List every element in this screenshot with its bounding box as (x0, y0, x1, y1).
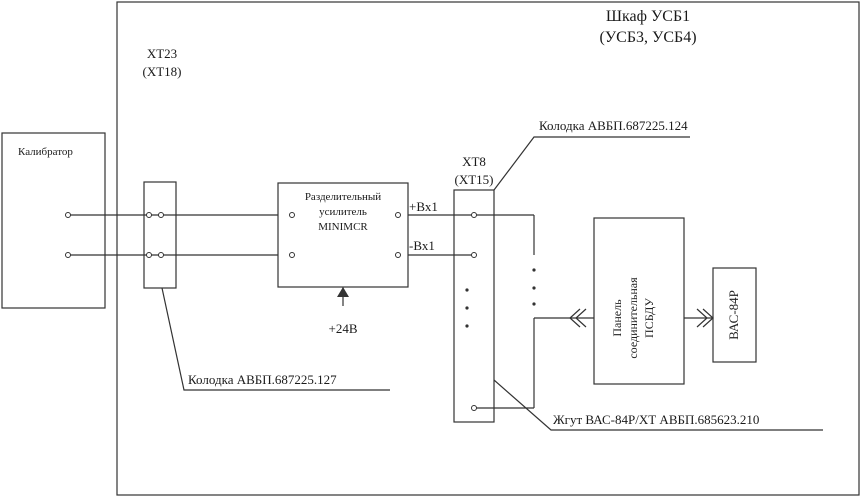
panel-box (593, 217, 685, 385)
terminal-amp-in-bottom (289, 252, 295, 258)
cabinet-title: Шкаф УСБ1 (605, 8, 691, 25)
dot-bus-2 (532, 286, 536, 290)
amplifier-line2: усилитель (319, 206, 367, 218)
dot-xt8-2 (465, 306, 469, 310)
amplifier-line3: MINIMCR (318, 221, 368, 233)
leader-xt8-bottom (493, 379, 823, 431)
terminal-xt8-second (471, 252, 477, 258)
terminal-calibrator-bottom (65, 252, 71, 258)
connector-chevron-1 (569, 308, 581, 328)
terminal-calibrator-top (65, 212, 71, 218)
terminal-amp-out-top (395, 212, 401, 218)
input-minus-label: -Вх1 (409, 238, 435, 253)
harness-callout: Жгут ВАС-84Р/ХТ АВБП.685623.210 (553, 412, 760, 427)
amplifier-line1: Разделительный (304, 191, 382, 203)
input-plus-label: +Вх1 (409, 199, 438, 214)
terminal-xt23-bottom-left (146, 252, 152, 258)
cabinet-subtitle: (УСБ3, УСБ4) (599, 29, 697, 46)
leader-xt23 (161, 287, 390, 391)
terminal-xt23-top-right (158, 212, 164, 218)
supply-label: +24В (328, 321, 358, 336)
xt23-callout: Колодка АВБП.687225.127 (188, 372, 337, 387)
terminal-xt23-top-left (146, 212, 152, 218)
panel-label: Панель соединительная ПСБДУ (609, 243, 669, 393)
panel-line1: Панель (610, 299, 624, 337)
leader-xt8-top (493, 136, 690, 191)
connector-chevron-3 (696, 308, 708, 328)
terminal-xt8-bottom (471, 405, 477, 411)
xt23-terminal-block (143, 181, 177, 289)
terminal-xt23-bottom-right (158, 252, 164, 258)
xt23-alt-label: (ХТ18) (142, 64, 182, 79)
dot-xt8-1 (465, 288, 469, 292)
cabinet-frame (116, 1, 860, 496)
terminal-amp-in-top (289, 212, 295, 218)
calibrator-box (1, 132, 106, 309)
terminal-amp-out-bottom (395, 252, 401, 258)
xt8-terminal-block (453, 189, 495, 423)
vac-label: ВАС-84Р (726, 290, 741, 340)
xt8-callout: Колодка АВБП.687225.124 (539, 118, 688, 133)
supply-arrow-head (337, 287, 349, 297)
dot-bus-3 (532, 302, 536, 306)
vac-box (712, 267, 757, 363)
xt8-alt-label: (ХТ15) (454, 172, 494, 187)
connector-chevron-4 (702, 308, 714, 328)
connector-chevron-2 (575, 308, 587, 328)
dot-bus-1 (532, 268, 536, 272)
xt8-label: ХТ8 (462, 154, 486, 169)
xt23-label: ХТ23 (146, 46, 178, 61)
dot-xt8-3 (465, 324, 469, 328)
calibrator-label: Калибратор (18, 146, 73, 158)
panel-line2: соединительная (626, 277, 640, 359)
terminal-xt8-top (471, 212, 477, 218)
panel-line3: ПСБДУ (642, 298, 656, 338)
